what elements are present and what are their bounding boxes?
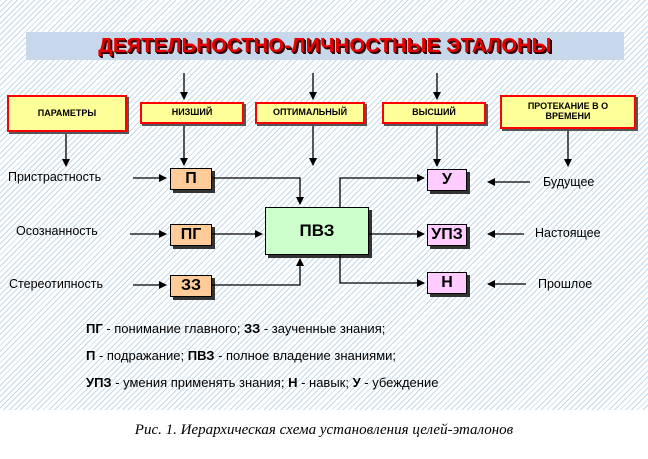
header-optimal: ОПТИМАЛЬНЫЙ <box>255 102 365 124</box>
header-lowest: НИЗШИЙ <box>140 102 244 124</box>
box-pvz: ПВЗ <box>265 207 369 255</box>
box-pg: ПГ <box>170 224 212 246</box>
label-stereotype: Стереотипность <box>9 277 103 291</box>
box-p: П <box>170 168 212 190</box>
label-awareness: Осознанность <box>16 224 98 238</box>
label-future: Будущее <box>543 175 595 189</box>
diagram-title: ДЕЯТЕЛЬНОСТНО-ЛИЧНОСТНЫЕ ЭТАЛОНЫ <box>98 34 552 57</box>
legend-line-2: П - подражание; ПВЗ - полное владение зн… <box>86 348 397 363</box>
arrow-p-pvz <box>212 177 304 205</box>
header-parameters: ПАРАМЕТРЫ <box>7 95 127 132</box>
box-upz: УПЗ <box>427 224 467 246</box>
figure-caption: Рис. 1. Иерархическая схема установления… <box>134 422 514 438</box>
legend-line-1: ПГ - понимание главного; ЗЗ - заученные … <box>86 321 386 336</box>
box-u: У <box>427 169 467 191</box>
diagram-canvas <box>0 0 648 410</box>
legend-line-3: УПЗ - умения применять знания; Н - навык… <box>86 375 439 390</box>
label-past: Прошлое <box>538 277 593 291</box>
box-zz: ЗЗ <box>170 275 212 297</box>
label-bias: Пристрастность <box>8 170 102 184</box>
arrow-zz-pvz <box>212 258 304 286</box>
header-highest: ВЫСШИЙ <box>382 102 486 124</box>
header-time-flow: ПРОТЕКАНИЕ В О ВРЕМЕНИ <box>500 95 636 129</box>
label-present: Настоящее <box>535 226 601 240</box>
connector-arrows <box>62 73 572 289</box>
title-bar: ДЕЯТЕЛЬНОСТНО-ЛИЧНОСТНЫЕ ЭТАЛОНЫ <box>26 32 624 60</box>
arrow-pvz-n <box>339 255 425 287</box>
box-n: Н <box>427 272 467 294</box>
arrow-pvz-u <box>339 174 425 207</box>
